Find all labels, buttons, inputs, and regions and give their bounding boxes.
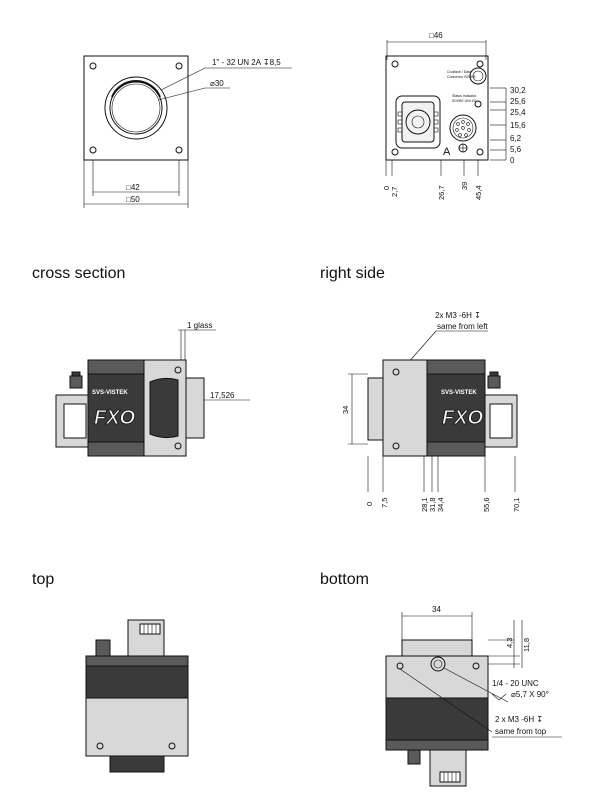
svg-text:SDI/HE UNI I/O: SDI/HE UNI I/O	[452, 99, 477, 103]
svg-text:7,5: 7,5	[380, 498, 389, 508]
brand-label: SVS-VISTEK	[92, 390, 128, 396]
front-view: 1" - 32 UN 2A ↧8,5 ⌀30 □42 □50	[83, 55, 292, 208]
diameter-leader	[157, 87, 230, 101]
svg-text:2,7: 2,7	[390, 187, 399, 197]
bottom-view: 34 4,3 11,8 1/4 - 20 UNC ⌀5,7 X 90° 2 x …	[385, 605, 562, 787]
thread-note-unc: 1/4 - 20 UNC	[492, 679, 539, 688]
thread-note-countersink: ⌀5,7 X 90°	[511, 690, 549, 699]
io-connector-block	[395, 95, 441, 149]
screw-hole	[476, 148, 484, 156]
thread-leader	[160, 67, 292, 91]
lens-mount-side	[367, 377, 385, 441]
front-section-side	[382, 359, 428, 457]
dim-34-bottom: 34	[432, 605, 441, 614]
label-a: A	[443, 146, 451, 158]
dim-17-526: 17,526	[210, 391, 235, 400]
svg-text:0: 0	[510, 156, 515, 165]
screw-hole	[175, 146, 183, 154]
svg-text:5,6: 5,6	[510, 145, 522, 154]
lens-mount-top	[109, 755, 165, 773]
dim-46: □46	[429, 31, 443, 40]
title-cross-section: cross section	[32, 265, 125, 282]
dim-50: □50	[126, 195, 140, 204]
thread-label: 1" - 32 UN 2A ↧8,5	[212, 58, 281, 67]
dim-34-side: 34	[341, 406, 350, 414]
svg-text:26,7: 26,7	[437, 185, 446, 200]
svg-text:55,6: 55,6	[482, 497, 491, 512]
svg-text:34,4: 34,4	[436, 497, 445, 512]
dim-11-8: 11,8	[522, 638, 531, 652]
right-side-view: 2x M3 -6H ↧ same from left SVS-VISTEK FX…	[341, 311, 521, 512]
led	[474, 100, 482, 108]
cross-section-view: 1 glass SVS-VISTEK FXO 17,526	[55, 321, 250, 457]
svg-text:15,6: 15,6	[510, 121, 526, 130]
svg-text:28,1: 28,1	[420, 497, 429, 512]
screw-hole	[476, 60, 484, 68]
screw-hole	[175, 62, 183, 70]
lens-mount	[185, 377, 205, 439]
thread-note-2: same from left	[437, 322, 488, 331]
front-plate	[83, 55, 189, 161]
svg-text:Coolface / Data: Coolface / Data	[447, 70, 471, 74]
screw-hole	[89, 146, 97, 154]
glass-label: 1 glass	[187, 321, 212, 330]
back-view: □46 Coolface / Data Connector SDI/HE Sta…	[382, 31, 526, 200]
back-plate	[385, 55, 489, 161]
svg-text:39: 39	[460, 182, 469, 190]
top-view	[85, 619, 189, 773]
horizontal-dim-labels: 0 2,7 26,7 39 45,4	[382, 182, 483, 200]
svg-text:0: 0	[365, 502, 374, 506]
right-side-dim-labels: 0 7,5 28,1 31,8 34,4 55,6 70,1	[365, 497, 521, 512]
lens-mount-bottom	[401, 639, 473, 657]
diameter-label: ⌀30	[210, 79, 224, 88]
power-connector	[469, 67, 487, 85]
dim-4-3: 4,3	[505, 638, 514, 648]
svg-text:25,6: 25,6	[510, 97, 526, 106]
thread-note-1: 2x M3 -6H ↧	[435, 311, 481, 320]
model-label-side: FXO	[442, 407, 484, 429]
thread-note-m3-sub: same from top	[495, 727, 547, 736]
screw-hole	[391, 60, 399, 68]
dim-42: □42	[126, 183, 140, 192]
model-label: FXO	[94, 407, 136, 429]
round-connector	[449, 114, 477, 142]
brand-label-side: SVS-VISTEK	[441, 390, 477, 396]
power-plug	[69, 375, 83, 389]
vertical-dim-labels: 30,2 25,6 25,4 15,6 6,2 5,6 0	[510, 86, 526, 165]
title-right-side: right side	[320, 265, 385, 282]
svg-text:30,2: 30,2	[510, 86, 526, 95]
front-section-top	[85, 697, 189, 757]
screw-hole	[391, 148, 399, 156]
svg-text:6,2: 6,2	[510, 134, 522, 143]
title-bottom: bottom	[320, 571, 369, 588]
tripod-hole	[430, 656, 446, 672]
svg-text:45,4: 45,4	[474, 185, 483, 200]
svg-text:31,8: 31,8	[428, 497, 437, 512]
svg-text:70,1: 70,1	[512, 497, 521, 512]
svg-text:Connector SDI/HE: Connector SDI/HE	[447, 75, 476, 79]
camera-body-side	[426, 359, 486, 457]
thread-note-m3: 2 x M3 -6H ↧	[495, 715, 543, 724]
lens-mount-bore	[111, 83, 161, 133]
front-section-bottom	[385, 655, 489, 699]
title-top: top	[32, 571, 54, 588]
svg-text:0: 0	[382, 186, 391, 190]
lens-mount-outer	[104, 76, 168, 140]
mount-shading	[111, 80, 161, 98]
svg-text:25,4: 25,4	[510, 108, 526, 117]
svg-text:Status Indicator: Status Indicator	[452, 94, 477, 98]
screw-hole	[89, 62, 97, 70]
